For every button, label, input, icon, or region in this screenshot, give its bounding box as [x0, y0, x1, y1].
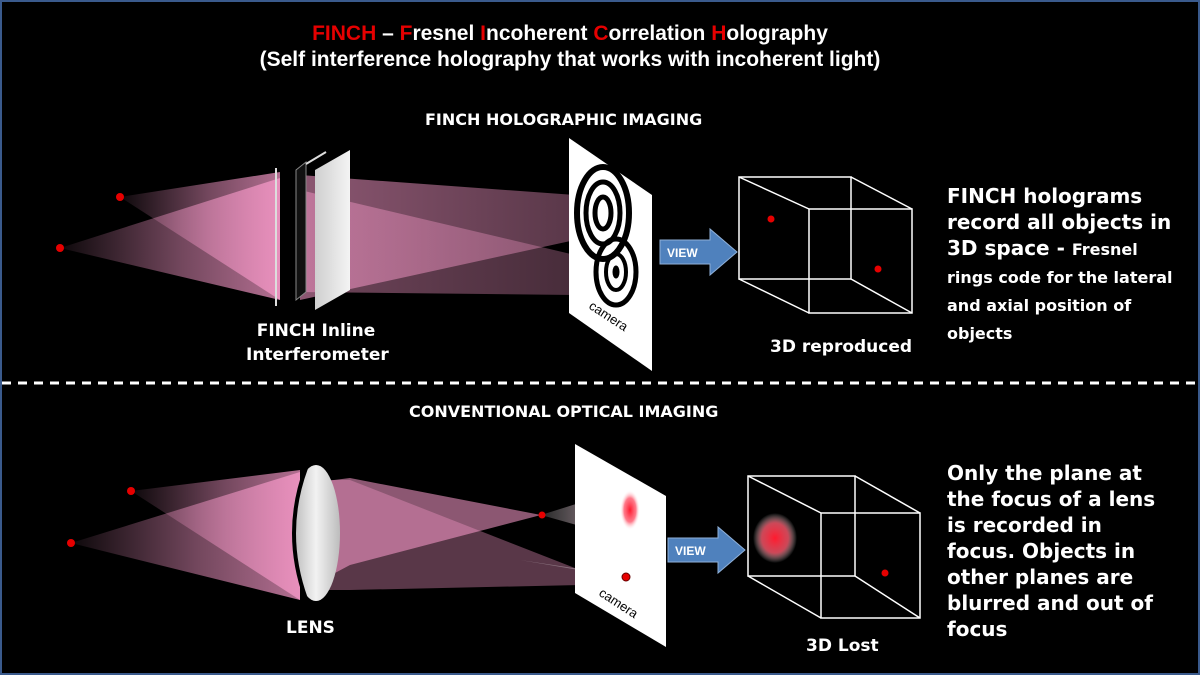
interferometer-edge [305, 151, 327, 165]
finch-interferometer [275, 150, 350, 310]
finch-description: FINCH holograms record all objects in 3D… [947, 183, 1182, 347]
finch-description-detail: Fresnel rings code for the lateral and a… [947, 240, 1173, 343]
title-finch: FINCH [312, 22, 377, 45]
interferometer-white-plate [315, 150, 350, 310]
finch-result-label: 3D reproduced [770, 337, 913, 357]
lens-body [292, 465, 340, 601]
finch-view-arrow: VIEW [659, 227, 738, 277]
conventional-section-heading: CONVENTIONAL OPTICAL IMAGING [409, 402, 719, 421]
lens [292, 465, 340, 601]
conventional-beams [71, 470, 630, 600]
blurred-object-in-3d [753, 513, 797, 563]
subtitle: (Self interference holography that works… [259, 48, 881, 71]
lens-beam-through [318, 478, 541, 582]
main-title: FINCH – Fresnel Incoherent Correlation H… [0, 22, 1140, 46]
finch-section-heading: FINCH HOLOGRAPHIC IMAGING [425, 110, 703, 129]
interferometer-dark-plate [295, 160, 307, 302]
lens-label: LENS [286, 618, 335, 638]
conventional-camera: camera [575, 444, 666, 647]
title-initial-h: H [711, 22, 727, 45]
finch-view-arrow-shape [659, 227, 738, 277]
finch-point-source-2 [56, 244, 64, 252]
interferometer-label: FINCH Inline Interferometer [246, 321, 389, 365]
conventional-3d-cube [747, 475, 921, 619]
title-word-holography: olography [726, 22, 828, 45]
title-dash: – [376, 22, 400, 45]
lens-beam-lower-focus [320, 480, 580, 590]
conventional-view-arrow: VIEW [667, 525, 746, 575]
lens-point-source-1 [127, 487, 135, 495]
conventional-result-label: 3D Lost [806, 636, 879, 656]
blurred-focus-spot [620, 490, 640, 530]
title-word-correlation: orrelation [608, 22, 712, 45]
fresnel-rings-lower [593, 236, 639, 308]
finch-beams [60, 172, 575, 300]
lens-edge [292, 467, 308, 600]
lens-point-source-2 [67, 539, 75, 547]
finch-reproduced-point-2 [874, 265, 882, 273]
conventional-view-label: VIEW [675, 544, 706, 558]
lost-depth-point [881, 569, 889, 577]
conventional-view-arrow-shape [667, 525, 746, 575]
finch-description-main: FINCH holograms record all objects in 3D… [947, 184, 1172, 260]
finch-3d-cube [738, 176, 913, 314]
interferometer-label-line-2: Interferometer [246, 345, 389, 365]
finch-beam-to-camera-2 [300, 190, 575, 295]
finch-point-source-1 [116, 193, 124, 201]
lens-focus-point [538, 511, 546, 519]
finch-beam-lower [60, 178, 280, 300]
conventional-camera-sensor [575, 444, 666, 647]
title-word-incoherent: ncoherent [486, 22, 594, 45]
finch-reproduced-point-1 [767, 215, 775, 223]
lens-beam-lower [71, 472, 300, 600]
interferometer-label-line-1: FINCH Inline [256, 321, 376, 341]
finch-camera: camera [569, 138, 652, 371]
title-word-fresnel: resnel [412, 22, 481, 45]
title-initial-c: C [593, 22, 609, 45]
finch-view-label: VIEW [667, 246, 698, 260]
in-focus-point [621, 572, 631, 582]
title-initial-i: I [480, 22, 486, 45]
conventional-description: Only the plane at the focus of a lens is… [947, 461, 1156, 641]
title-initial-f: F [399, 22, 413, 45]
